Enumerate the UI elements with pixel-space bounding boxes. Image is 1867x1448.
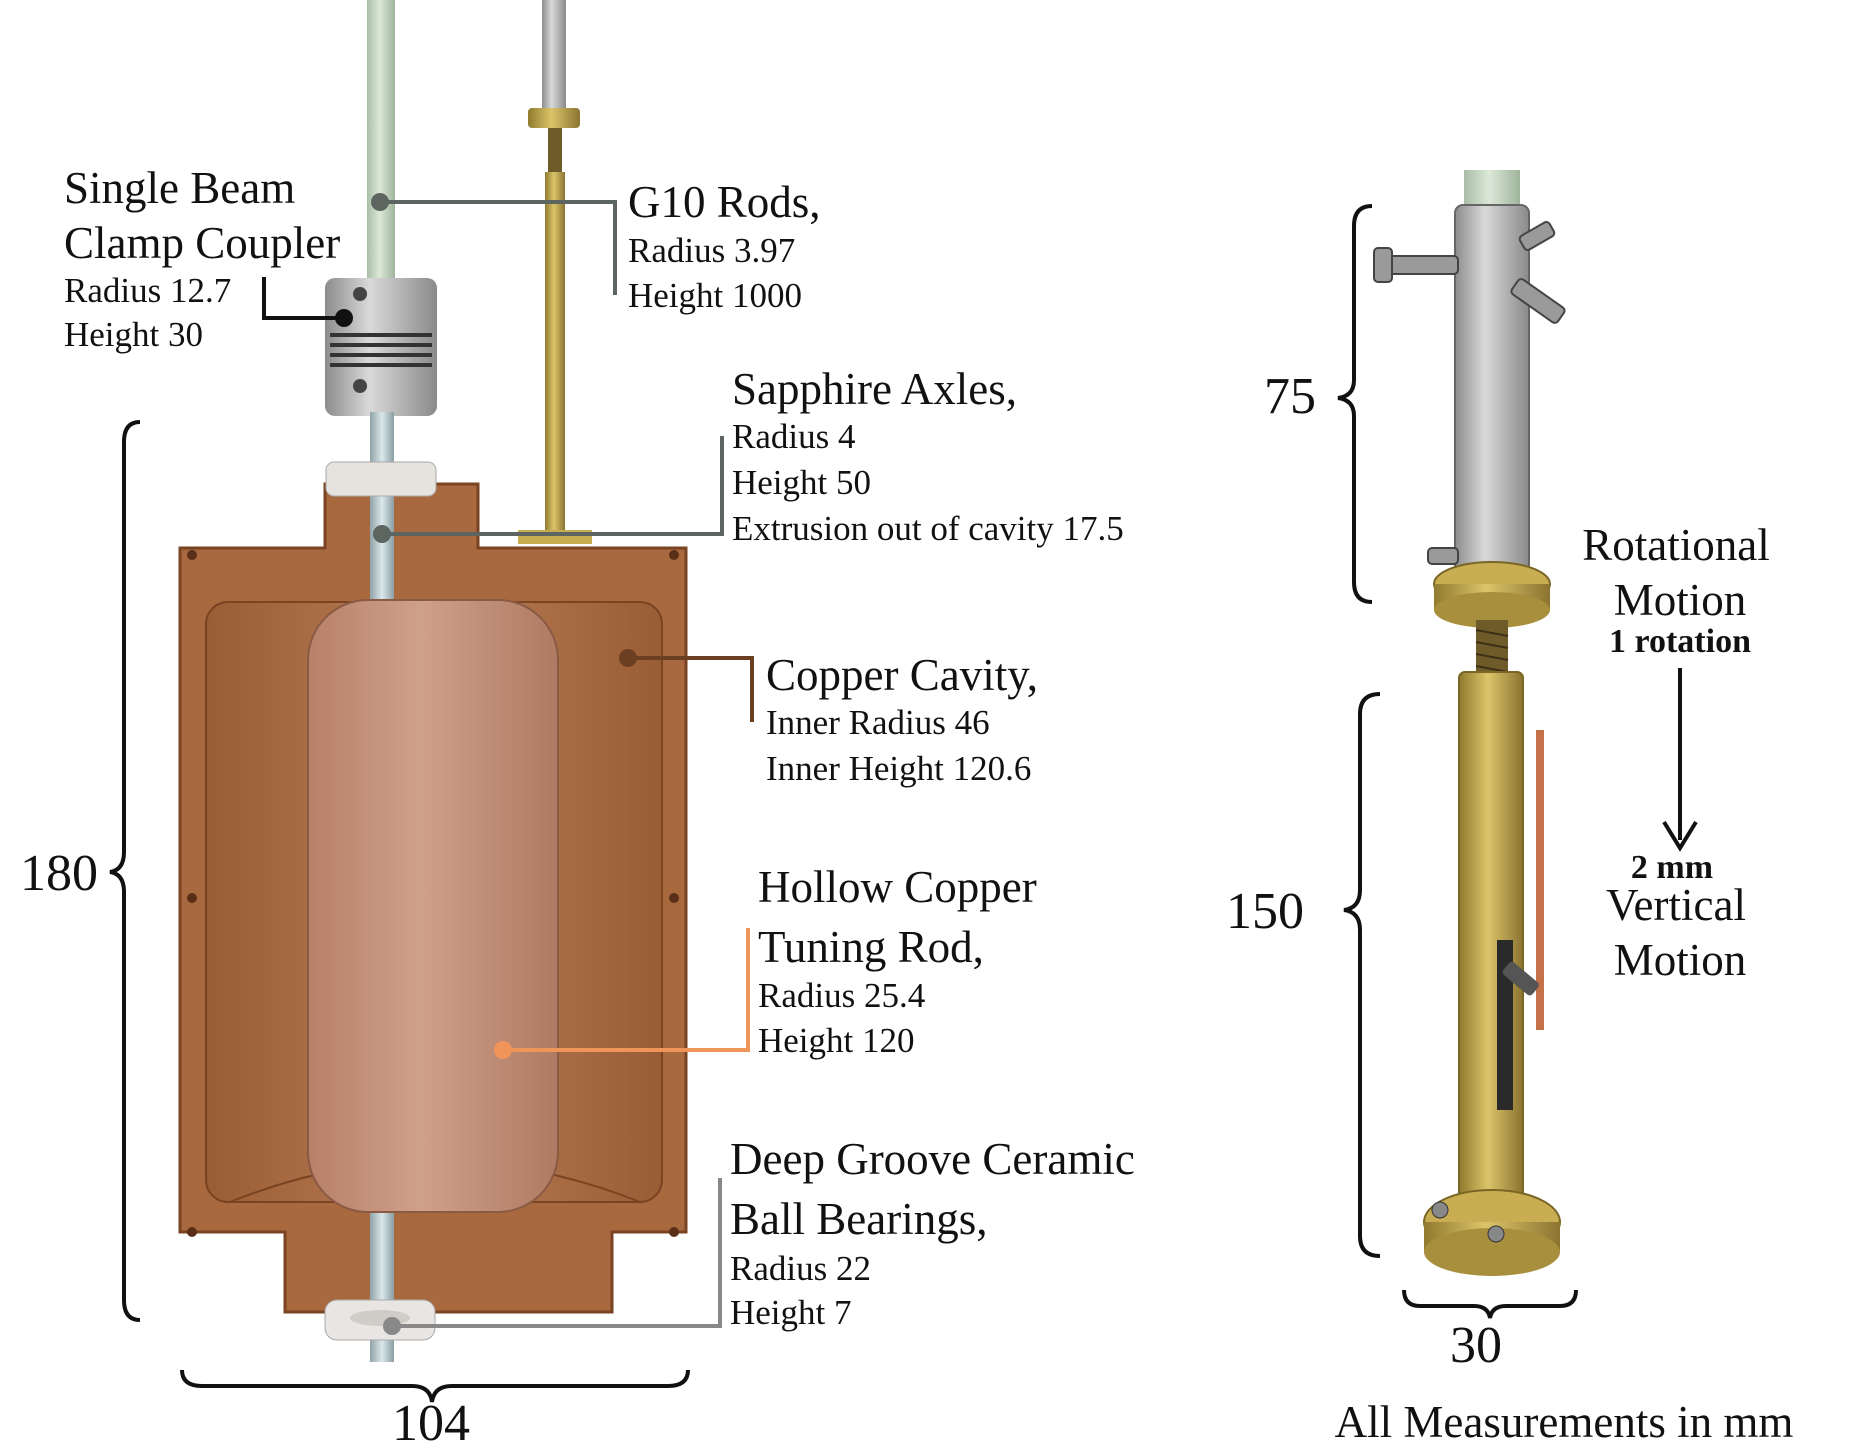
side-brass-collar xyxy=(528,108,580,128)
measurement-footer: All Measurements in mm xyxy=(1335,1397,1794,1447)
dimension-150: 150 xyxy=(1226,883,1304,940)
brass-lower-tube xyxy=(1458,671,1524,1201)
rotational-label-2: Motion xyxy=(1614,575,1747,625)
sapphire-radius: Radius 4 xyxy=(732,417,855,456)
cavity-screw-icon xyxy=(187,893,197,903)
side-threaded-rod xyxy=(548,128,562,173)
cavity-title: Copper Cavity, xyxy=(766,650,1038,700)
cavity-screw-icon xyxy=(669,1227,679,1237)
sapphire-leader xyxy=(382,436,724,536)
left-assembly: Single Beam Clamp Coupler Radius 12.7 He… xyxy=(20,0,1135,1448)
g10-rod-side xyxy=(542,0,566,110)
coupler-height: Height 30 xyxy=(64,315,203,354)
slot-window xyxy=(1497,940,1513,1110)
brace-30 xyxy=(1402,1289,1578,1319)
base-screw-icon xyxy=(1431,1201,1449,1219)
bearing-title-2: Ball Bearings, xyxy=(730,1194,987,1244)
copper-wire xyxy=(1536,730,1544,1030)
hollow-copper-tuning-rod xyxy=(307,599,559,1213)
cavity-leader xyxy=(628,656,754,722)
brass-collar-bottom xyxy=(1434,592,1550,628)
coupler-radius: Radius 12.7 xyxy=(64,271,231,310)
g10-title: G10 Rods, xyxy=(628,177,821,227)
right-assembly: 75 150 30 Rotational Motion 1 rotation 2… xyxy=(1226,170,1793,1447)
coupler-screw-icon xyxy=(353,379,367,393)
steel-upper-tube xyxy=(1454,204,1530,574)
cavity-screw-icon xyxy=(187,550,197,560)
dimension-104: 104 xyxy=(392,1395,470,1448)
bearing-leader xyxy=(392,1178,722,1328)
motion-arrow-head-icon xyxy=(1662,820,1698,852)
dimension-30: 30 xyxy=(1450,1317,1502,1374)
g10-radius: Radius 3.97 xyxy=(628,231,795,270)
cavity-screw-icon xyxy=(187,1227,197,1237)
side-brass-rod xyxy=(545,172,565,532)
rotational-label-1: Rotational xyxy=(1582,520,1769,570)
tuning-rod-height: Height 120 xyxy=(758,1021,915,1060)
dimension-75: 75 xyxy=(1264,368,1316,425)
rotation-amount: 1 rotation xyxy=(1609,623,1751,660)
coupler-slots xyxy=(330,333,432,367)
brace-150 xyxy=(1343,692,1381,1258)
tuning-rod-leader xyxy=(503,928,750,1052)
upper-set-screws xyxy=(1373,221,1566,593)
brace-height-180 xyxy=(109,420,141,1322)
base-screw-icon xyxy=(1487,1225,1505,1243)
bottom-bearing-top xyxy=(350,1310,410,1326)
cavity-screw-icon xyxy=(669,893,679,903)
cavity-screw-icon xyxy=(669,550,679,560)
g10-leader xyxy=(380,200,617,295)
brace-width-104 xyxy=(180,1369,690,1403)
coupler-title-2: Clamp Coupler xyxy=(64,218,340,268)
leader-lines xyxy=(262,193,754,1335)
dimension-180: 180 xyxy=(20,845,98,902)
tuning-rod-title-2: Tuning Rod, xyxy=(758,922,984,972)
sapphire-height: Height 50 xyxy=(732,463,871,502)
sapphire-title: Sapphire Axles, xyxy=(732,364,1017,414)
bearing-height: Height 7 xyxy=(730,1293,852,1332)
coupler-title-1: Single Beam xyxy=(64,163,295,213)
cavity-height: Inner Height 120.6 xyxy=(766,749,1031,788)
vertical-label-1: Vertical xyxy=(1606,880,1746,930)
brace-75 xyxy=(1337,204,1373,604)
g10-rod-main xyxy=(367,0,395,285)
coupler-screw-icon xyxy=(353,287,367,301)
coupler-leader xyxy=(262,277,344,320)
vertical-amount: 2 mm xyxy=(1631,849,1713,886)
slot-pin xyxy=(1502,961,1539,996)
vertical-label-2: Motion xyxy=(1614,935,1747,985)
top-ball-bearing xyxy=(325,461,437,497)
cavity-radius: Inner Radius 46 xyxy=(766,703,990,742)
sapphire-extrusion: Extrusion out of cavity 17.5 xyxy=(732,509,1124,548)
brass-base-bottom xyxy=(1424,1228,1560,1276)
g10-height: Height 1000 xyxy=(628,276,802,315)
tuning-rod-title-1: Hollow Copper xyxy=(758,862,1037,912)
tuning-rod-radius: Radius 25.4 xyxy=(758,976,925,1015)
bearing-radius: Radius 22 xyxy=(730,1249,871,1288)
bearing-title-1: Deep Groove Ceramic xyxy=(730,1134,1135,1184)
